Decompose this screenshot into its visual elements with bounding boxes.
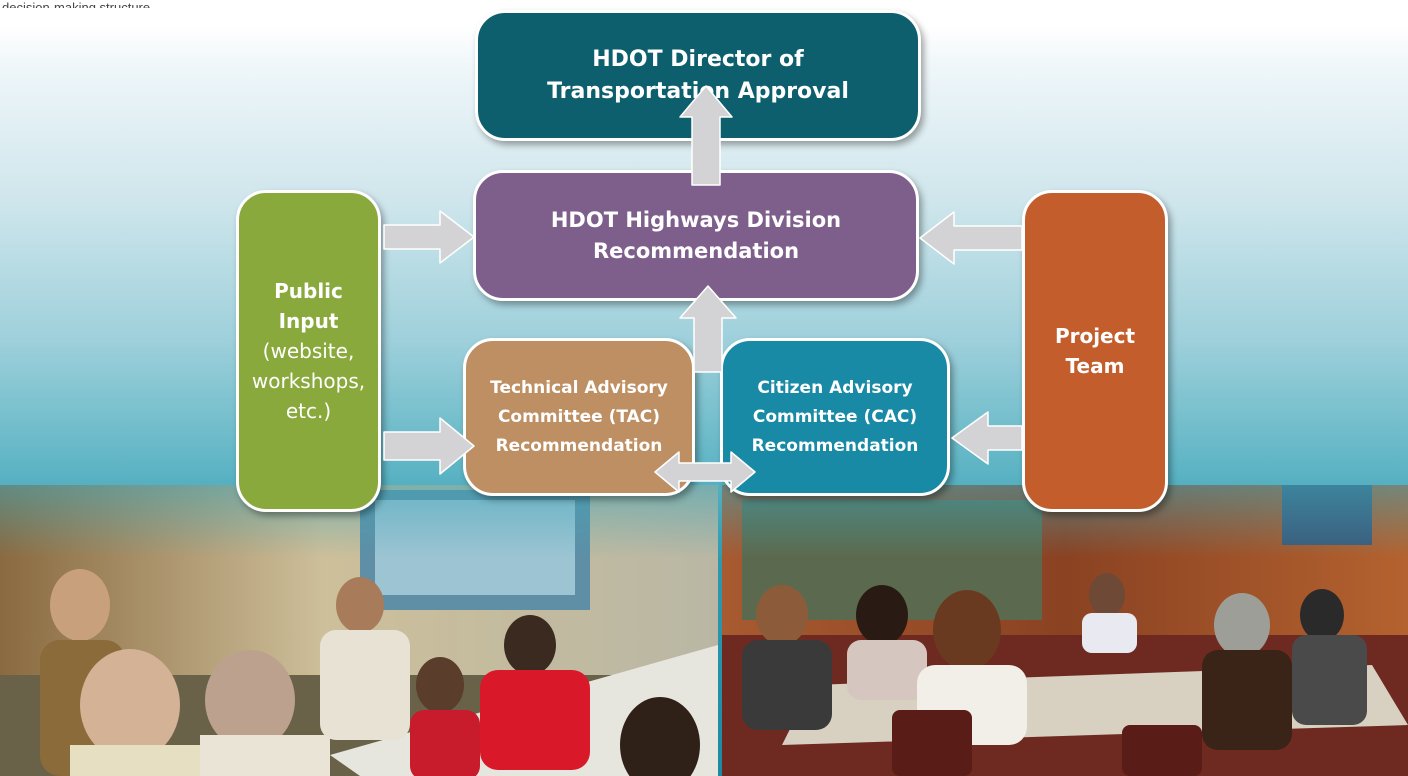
box-label-line: etc.)	[285, 399, 332, 423]
hdot-director-approval-box: HDOT Director of Transportation Approval	[475, 10, 921, 141]
public-workshop-photo	[0, 485, 718, 776]
box-label-line: Transportation Approval	[547, 78, 849, 104]
box-label-line: Input	[278, 309, 339, 333]
box-label-line: Recommendation	[495, 435, 663, 456]
box-label-line: Committee (TAC)	[497, 406, 661, 427]
caption-text: decision-making structure	[2, 0, 151, 8]
box-label-line: (website,	[262, 339, 355, 363]
arrow-public-to-tac	[383, 417, 475, 475]
arrow-public-to-highways	[383, 210, 475, 264]
box-label-line: HDOT Highways Division	[550, 207, 842, 232]
arrow-team-to-highways	[919, 211, 1023, 265]
box-label-line: Technical Advisory	[490, 377, 668, 398]
box-label-line: Citizen Advisory	[757, 377, 913, 398]
hdot-highways-division-box: HDOT Highways Division Recommendation	[473, 170, 919, 301]
cac-recommendation-box: Citizen Advisory Committee (CAC) Recomme…	[720, 338, 950, 496]
committee-meeting-photo	[722, 485, 1408, 776]
arrow-team-to-cac	[951, 411, 1023, 465]
box-label-line: Public	[274, 279, 343, 303]
project-team-box: Project Team	[1022, 190, 1168, 512]
box-label-line: HDOT Director of	[592, 46, 804, 72]
box-label-line: workshops,	[251, 369, 366, 393]
public-input-box: Public Input (website, workshops, etc.)	[236, 190, 381, 512]
box-label-line: Recommendation	[751, 435, 919, 456]
tac-recommendation-box: Technical Advisory Committee (TAC) Recom…	[463, 338, 695, 496]
box-label-line: Project	[1054, 324, 1136, 348]
box-label-line: Recommendation	[592, 238, 800, 263]
box-label-line: Team	[1065, 354, 1125, 378]
box-label-line: Committee (CAC)	[752, 406, 918, 427]
